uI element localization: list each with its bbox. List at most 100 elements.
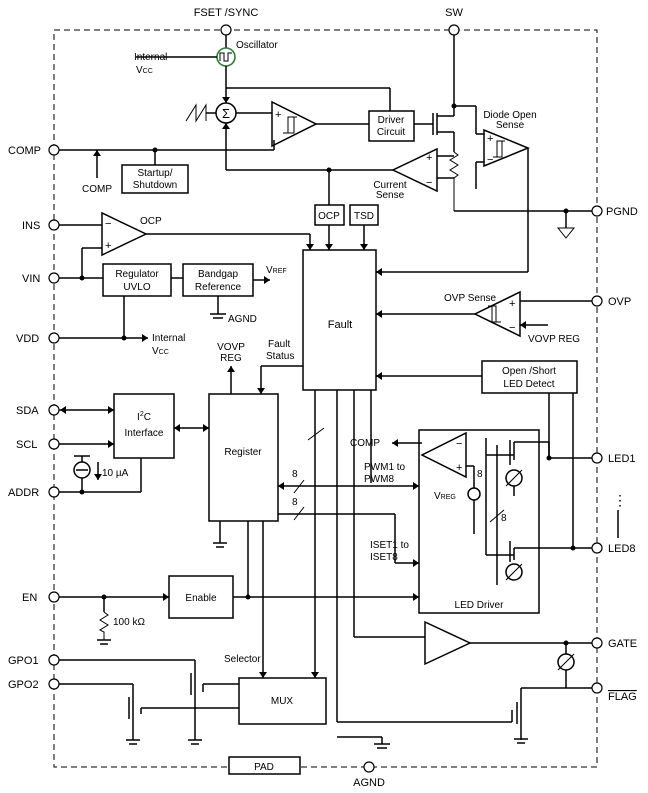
bus-width-iset: 8 — [292, 497, 298, 508]
ocp-comparator — [101, 211, 148, 257]
pin-gpo2 — [48, 678, 60, 690]
pin-en — [48, 591, 60, 603]
pad-label: PAD — [254, 762, 274, 773]
pin-flag — [591, 682, 603, 694]
pin-label-ovp: OVP — [608, 296, 631, 308]
pin-label-scl: SCL — [16, 439, 37, 451]
svg-text:+: + — [456, 462, 462, 474]
pin-label-ins: INS — [22, 220, 40, 232]
pad-block — [228, 756, 301, 775]
register-block — [208, 393, 279, 522]
resistor-label: 100 kΩ — [113, 617, 145, 628]
svg-text:+: + — [487, 133, 493, 145]
pin-led1 — [591, 452, 603, 464]
vreg-label: VREG — [434, 491, 456, 502]
selector-label: Selector — [224, 654, 261, 665]
gate-driver-buffer — [424, 620, 472, 666]
pin-label-fset-sync: FSET /SYNC — [194, 7, 259, 19]
regulator-uvlo-block — [102, 263, 172, 297]
ocp-comparator-label: OCP — [140, 216, 162, 227]
pin-fset-sync — [220, 24, 232, 36]
bandgap-reference-block — [182, 263, 254, 297]
pin-agnd — [363, 761, 375, 773]
pin-label-vin: VIN — [22, 273, 40, 285]
led-driver-label: LED Driver — [455, 600, 505, 611]
svg-text:−: − — [456, 438, 462, 450]
pin-label-sw: SW — [445, 7, 463, 19]
pin-ins — [48, 219, 60, 231]
pin-scl — [48, 438, 60, 450]
pin-ovp — [591, 295, 603, 307]
svg-text:−: − — [487, 154, 493, 166]
ocp-block-label: OCP — [318, 211, 340, 222]
pin-label-comp: COMP — [8, 145, 41, 157]
pin-gate — [591, 637, 603, 649]
pgnd-ground-icon — [556, 227, 576, 239]
svg-text:+: + — [105, 240, 111, 252]
fault-label: Fault — [328, 319, 352, 331]
pin-label-addr: ADDR — [8, 487, 39, 499]
channel8-sink-icon — [505, 563, 523, 581]
svg-text:−: − — [426, 177, 432, 189]
pin-vin — [48, 272, 60, 284]
pin-label-en: EN — [22, 592, 37, 604]
mux-block — [238, 677, 327, 725]
ovp-comparator — [473, 290, 521, 338]
bus-width-pwm: 8 — [292, 469, 298, 480]
led-driver-error-amp — [420, 431, 467, 479]
enable-block — [168, 575, 234, 619]
vref-label: VREF — [266, 265, 287, 276]
mux-label: MUX — [271, 696, 294, 707]
i2c-label: I2C — [137, 411, 151, 423]
pin-gpo1 — [48, 654, 60, 666]
open-short-detect-block — [481, 360, 578, 394]
current-sense-amplifier — [391, 147, 438, 193]
pin-pgnd — [591, 205, 603, 217]
pin-label-gate: GATE — [608, 638, 637, 650]
pin-label-led8: LED8 — [608, 543, 636, 555]
ovp-sense-label: OVP Sense — [444, 293, 497, 304]
pin-label-gpo1: GPO1 — [8, 655, 39, 667]
enable-label: Enable — [185, 593, 217, 604]
svg-text:−: − — [105, 218, 111, 230]
startup-shutdown-block — [121, 164, 189, 194]
svg-text:−: − — [509, 322, 515, 334]
ramp-icon — [185, 103, 207, 123]
i2c-interface-label: Interface — [125, 428, 164, 439]
pin-comp — [48, 144, 60, 156]
i2c-interface-block — [113, 393, 175, 459]
svg-text:+: + — [275, 109, 281, 121]
hysteresis-icon — [283, 116, 297, 134]
pin-label-vdd: VDD — [16, 333, 39, 345]
pin-label-sda: SDA — [16, 405, 39, 417]
agnd-bandgap-label: AGND — [228, 314, 257, 325]
bus-width-driver: 8 — [477, 469, 483, 480]
driver-circuit-block — [368, 110, 415, 142]
pin-label-pgnd: PGND — [606, 206, 638, 218]
pin-label-gpo2: GPO2 — [8, 679, 39, 691]
pin-sw — [448, 24, 460, 36]
chip-boundary — [53, 29, 598, 768]
sense-resistor — [449, 151, 459, 211]
fault-block — [302, 249, 377, 391]
tsd-block-label: TSD — [354, 211, 374, 222]
pin-label-agnd: AGND — [353, 777, 385, 789]
comp-internal-label: COMP — [82, 184, 112, 195]
bus-width-driver-2: 8 — [501, 513, 507, 524]
vovp-reg-right-label: VOVP REG — [528, 334, 580, 345]
pin-sda — [48, 404, 60, 416]
current-source-label: 10 µA — [102, 468, 129, 479]
